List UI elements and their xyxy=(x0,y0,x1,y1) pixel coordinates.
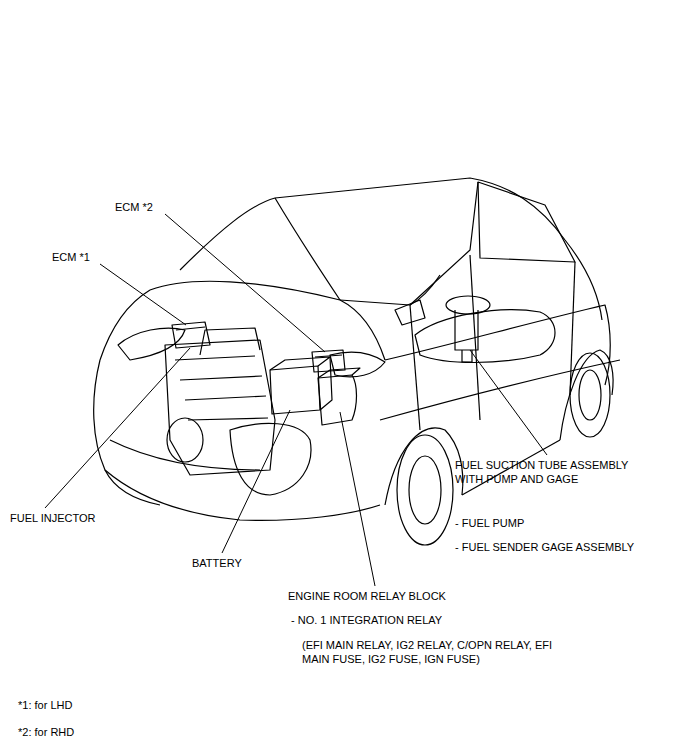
sub-part-label: - NO. 1 INTEGRATION RELAY xyxy=(291,613,442,627)
part-label: ECM *2 xyxy=(115,200,153,214)
part-label: ECM *1 xyxy=(52,250,90,264)
sub-part-label: - FUEL SENDER GAGE ASSEMBLY xyxy=(455,540,634,554)
part-label: FUEL INJECTOR xyxy=(10,511,96,525)
footnote: *1: for LHD xyxy=(18,698,72,712)
sub-part-label: - FUEL PUMP xyxy=(455,516,524,530)
part-label: BATTERY xyxy=(192,556,242,570)
part-label: ENGINE ROOM RELAY BLOCK xyxy=(288,589,446,603)
part-label: FUEL SUCTION TUBE ASSEMBLY WITH PUMP AND… xyxy=(455,458,655,486)
footnote: *2: for RHD xyxy=(18,725,74,739)
component-list: (EFI MAIN RELAY, IG2 RELAY, C/OPN RELAY,… xyxy=(302,638,577,666)
